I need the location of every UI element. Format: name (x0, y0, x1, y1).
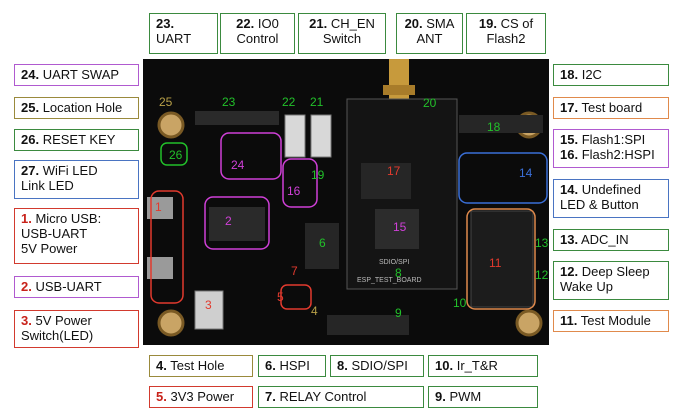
label-adc-in: 13. ADC_IN (553, 229, 669, 251)
label-sdio-spi: 8. SDIO/SPI (330, 355, 424, 377)
marker-21: 21 (310, 95, 324, 109)
flash-chip (361, 163, 411, 199)
label-relay-control: 7. RELAY Control (258, 386, 424, 408)
label-3v3-power: 5. 3V3 Power (149, 386, 253, 408)
silk-module-name: ESP_TEST_BOARD (357, 277, 422, 284)
uart-header (195, 111, 279, 125)
marker-17: 17 (387, 164, 401, 178)
marker-5: 5 (277, 290, 284, 304)
marker-3: 3 (205, 298, 212, 312)
location-hole-bl (157, 309, 185, 337)
label-deep-sleep-wake-up: 12. Deep Sleep Wake Up (553, 261, 669, 300)
marker-26: 26 (169, 148, 183, 162)
label-test-module: 11. Test Module (553, 310, 669, 332)
silk-sdio: SDIO/SPI (379, 259, 410, 266)
highlight-reset-key (160, 142, 188, 166)
marker-16: 16 (287, 184, 301, 198)
highlight-usb (150, 190, 184, 304)
label-flash-spi: 15. Flash1:SPI 16. Flash2:HSPI (553, 129, 669, 168)
marker-10: 10 (453, 296, 467, 310)
usb-uart-chip (209, 207, 265, 241)
marker-9: 9 (395, 306, 402, 320)
label-ch-en-switch: 21. CH_EN Switch (298, 13, 386, 54)
micro-usb-1 (147, 197, 173, 219)
micro-usb-2 (147, 257, 173, 279)
label-io0-control: 22. IO0 Control (220, 13, 295, 54)
label-pwm: 9. PWM (428, 386, 538, 408)
test-module-socket (470, 210, 534, 308)
hspi-header (305, 223, 339, 269)
marker-7: 7 (291, 264, 298, 278)
marker-4: 4 (311, 304, 318, 318)
highlight-flash2 (282, 158, 318, 208)
location-hole-tl (157, 111, 185, 139)
marker-24: 24 (231, 158, 245, 172)
esp-chip (375, 209, 419, 249)
highlight-undefined-led (458, 152, 548, 204)
location-holes (157, 111, 543, 337)
i2c-header (459, 115, 543, 133)
marker-1: 1 (155, 200, 162, 214)
label-sma-ant: 20. SMA ANT (396, 13, 463, 54)
marker-11: 11 (489, 256, 502, 270)
marker-14: 14 (519, 166, 533, 180)
label-hspi: 6. HSPI (258, 355, 326, 377)
label-undefined-led-button: 14. Undefined LED & Button (553, 179, 669, 218)
dev-board-photo: 25 23 22 21 20 18 26 24 17 16 19 2 1 15 … (143, 59, 549, 345)
label-uart-swap: 24. UART SWAP (14, 64, 139, 86)
marker-25: 25 (159, 95, 173, 109)
io0-switch (284, 114, 306, 158)
marker-12: 12 (535, 268, 549, 282)
marker-2: 2 (225, 214, 232, 228)
ch-en-switch (310, 114, 332, 158)
label-wifi-link-led: 27. WiFi LED Link LED (14, 160, 139, 199)
marker-20: 20 (423, 96, 437, 110)
location-hole-br (515, 309, 543, 337)
label-uart: 23. UART (149, 13, 218, 54)
power-switch (194, 290, 224, 330)
label-micro-usb: 1. Micro USB: USB-UART 5V Power (14, 208, 139, 264)
marker-8: 8 (395, 266, 402, 280)
label-cs-of-flash2: 19. CS of Flash2 (466, 13, 546, 54)
highlight-uart-swap (220, 132, 282, 180)
label-usb-uart: 2. USB-UART (14, 276, 139, 298)
label-ir-tr: 10. Ir_T&R (428, 355, 538, 377)
highlight-power-switch (280, 284, 312, 310)
marker-15: 15 (393, 220, 407, 234)
label-test-hole: 4. Test Hole (149, 355, 253, 377)
marker-19: 19 (311, 168, 325, 182)
highlight-test-module (466, 208, 536, 310)
marker-23: 23 (222, 95, 236, 109)
marker-18: 18 (487, 120, 501, 134)
label-5v-power-switch: 3. 5V Power Switch(LED) (14, 310, 139, 348)
marker-13: 13 (535, 236, 549, 250)
marker-6: 6 (319, 236, 326, 250)
highlight-usb-uart (204, 196, 270, 250)
label-reset-key: 26. RESET KEY (14, 129, 139, 151)
marker-22: 22 (282, 95, 296, 109)
sdio-spi-header (327, 315, 409, 335)
label-i2c: 18. I2C (553, 64, 669, 86)
label-test-board: 17. Test board (553, 97, 669, 119)
label-location-hole: 25. Location Hole (14, 97, 139, 119)
board-drawing (143, 59, 549, 345)
